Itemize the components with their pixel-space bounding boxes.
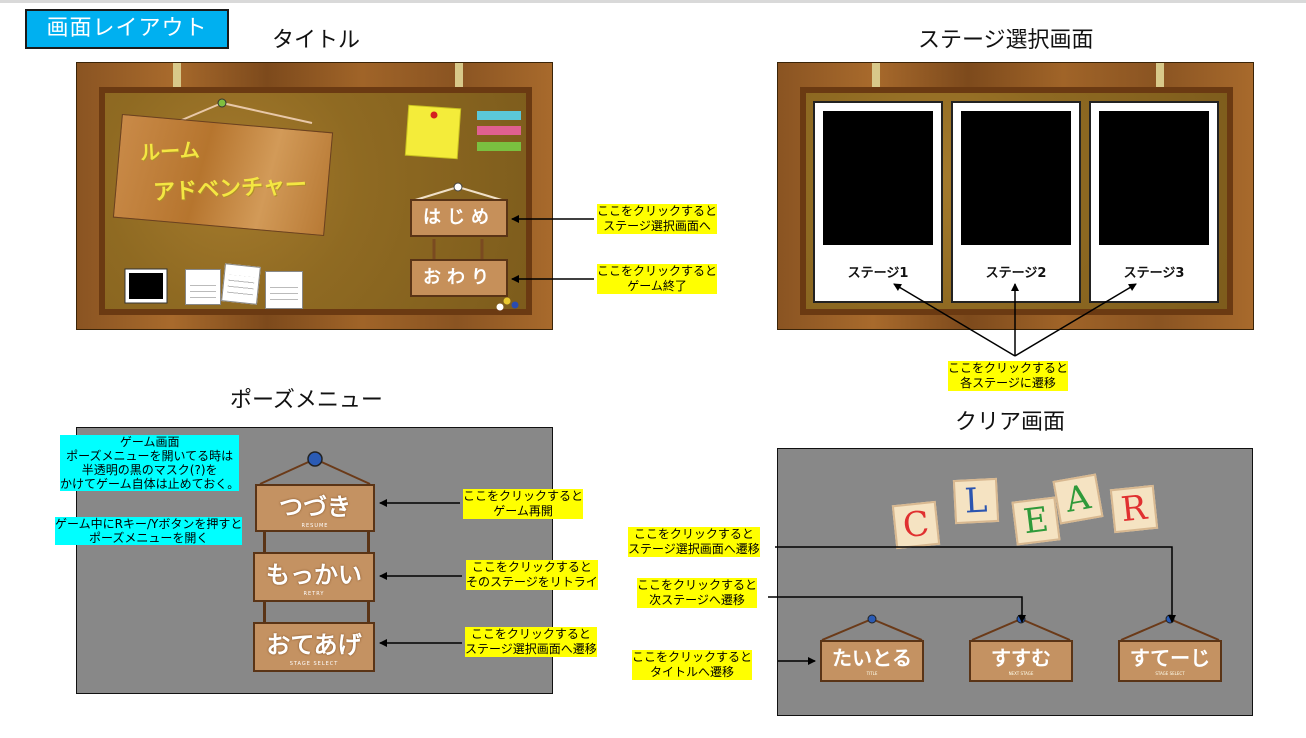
stage-label: ステージ3: [1123, 266, 1185, 281]
title-return-sub: TITLE: [866, 671, 878, 676]
pause-info-game: ゲーム画面 ポーズメニューを開いてる時は 半透明の黒のマスク(?)を かけてゲー…: [60, 435, 240, 491]
give-up-button[interactable]: おてあげ STAGE SELECT: [253, 622, 375, 672]
note-resume: ここをクリックすると ゲーム再開: [463, 489, 584, 519]
title-return-label: たいとる: [832, 646, 912, 670]
stage-select-panel: ステージ1 ステージ2 ステージ3: [777, 62, 1254, 330]
note-clear-next: ここをクリックすると 次ステージへ遷移: [637, 578, 758, 608]
memo-paper: [185, 269, 221, 305]
title-decor-svg: [124, 98, 521, 311]
section-title-clear: クリア画面: [955, 410, 1066, 435]
note-quit: ここをクリックすると ゲーム終了: [597, 264, 718, 294]
resume-sub: RESUME: [301, 523, 329, 529]
stage-card-2[interactable]: ステージ2: [951, 101, 1081, 303]
retry-button[interactable]: もっかい RETRY: [253, 552, 375, 602]
stage-thumbnail: [1099, 111, 1209, 245]
clear-screen-panel: C L E A R たいとる TITLE すすむ NEXT STAGE すてーじ…: [777, 448, 1253, 716]
stage-label: ステージ1: [847, 266, 909, 281]
note-give-up: ここをクリックすると ステージ選択画面へ遷移: [465, 627, 597, 657]
note-retry: ここをクリックすると そのステージをリトライ: [466, 560, 598, 590]
note-clear-stage-select: ここをクリックすると ステージ選択画面へ遷移: [628, 527, 760, 557]
stage-select-label: すてーじ: [1129, 646, 1211, 670]
stage-select-button[interactable]: すてーじ STAGE SELECT: [1118, 640, 1222, 682]
give-up-sub: STAGE SELECT: [289, 661, 339, 667]
section-title-pause: ポーズメニュー: [230, 388, 383, 413]
next-stage-sub: NEXT STAGE: [1008, 671, 1034, 676]
top-border: [0, 0, 1306, 3]
pause-info-key: ゲーム中にRキー/Yボタンを押すと ポーズメニューを開く: [55, 517, 243, 545]
stage-select-sub: STAGE SELECT: [1155, 671, 1185, 676]
strap: [872, 63, 880, 91]
start-button[interactable]: はじめ: [410, 199, 508, 237]
strap: [173, 63, 181, 91]
resume-button[interactable]: つづき RESUME: [255, 484, 375, 532]
pause-hanger-svg: [259, 451, 371, 624]
quit-button[interactable]: おわり: [410, 259, 508, 297]
section-title-title: タイトル: [272, 28, 361, 53]
resume-label: つづき: [279, 493, 351, 521]
memo-paper: [265, 271, 303, 309]
logo-text-line2: アドベンチャー: [152, 172, 308, 206]
stage-thumbnail: [823, 111, 933, 245]
stage-thumbnail: [961, 111, 1071, 245]
section-title-stage-select: ステージ選択画面: [918, 28, 1094, 53]
retry-label: もっかい: [266, 561, 362, 589]
strap: [455, 63, 463, 91]
memo-paper: [221, 263, 261, 305]
next-stage-button[interactable]: すすむ NEXT STAGE: [969, 640, 1073, 682]
stage-label: ステージ2: [985, 266, 1047, 281]
main-title-badge: 画面レイアウト: [25, 9, 229, 49]
stage-card-3[interactable]: ステージ3: [1089, 101, 1219, 303]
title-return-button[interactable]: たいとる TITLE: [820, 640, 924, 682]
logo-text-line1: ルーム: [139, 137, 201, 165]
next-stage-label: すすむ: [991, 646, 1051, 670]
retry-sub: RETRY: [303, 591, 325, 597]
stage-card-1[interactable]: ステージ1: [813, 101, 943, 303]
note-start: ここをクリックすると ステージ選択画面へ: [597, 204, 718, 234]
title-logo-sign: ルーム アドベンチャー: [112, 113, 334, 237]
strap: [1156, 63, 1164, 91]
title-screen-panel: ルーム アドベンチャー はじめ おわり: [76, 62, 553, 330]
give-up-label: おてあげ: [266, 631, 362, 659]
note-clear-title: ここをクリックすると タイトルへ遷移: [632, 650, 753, 680]
note-stage-select: ここをクリックすると 各ステージに遷移: [948, 361, 1069, 391]
